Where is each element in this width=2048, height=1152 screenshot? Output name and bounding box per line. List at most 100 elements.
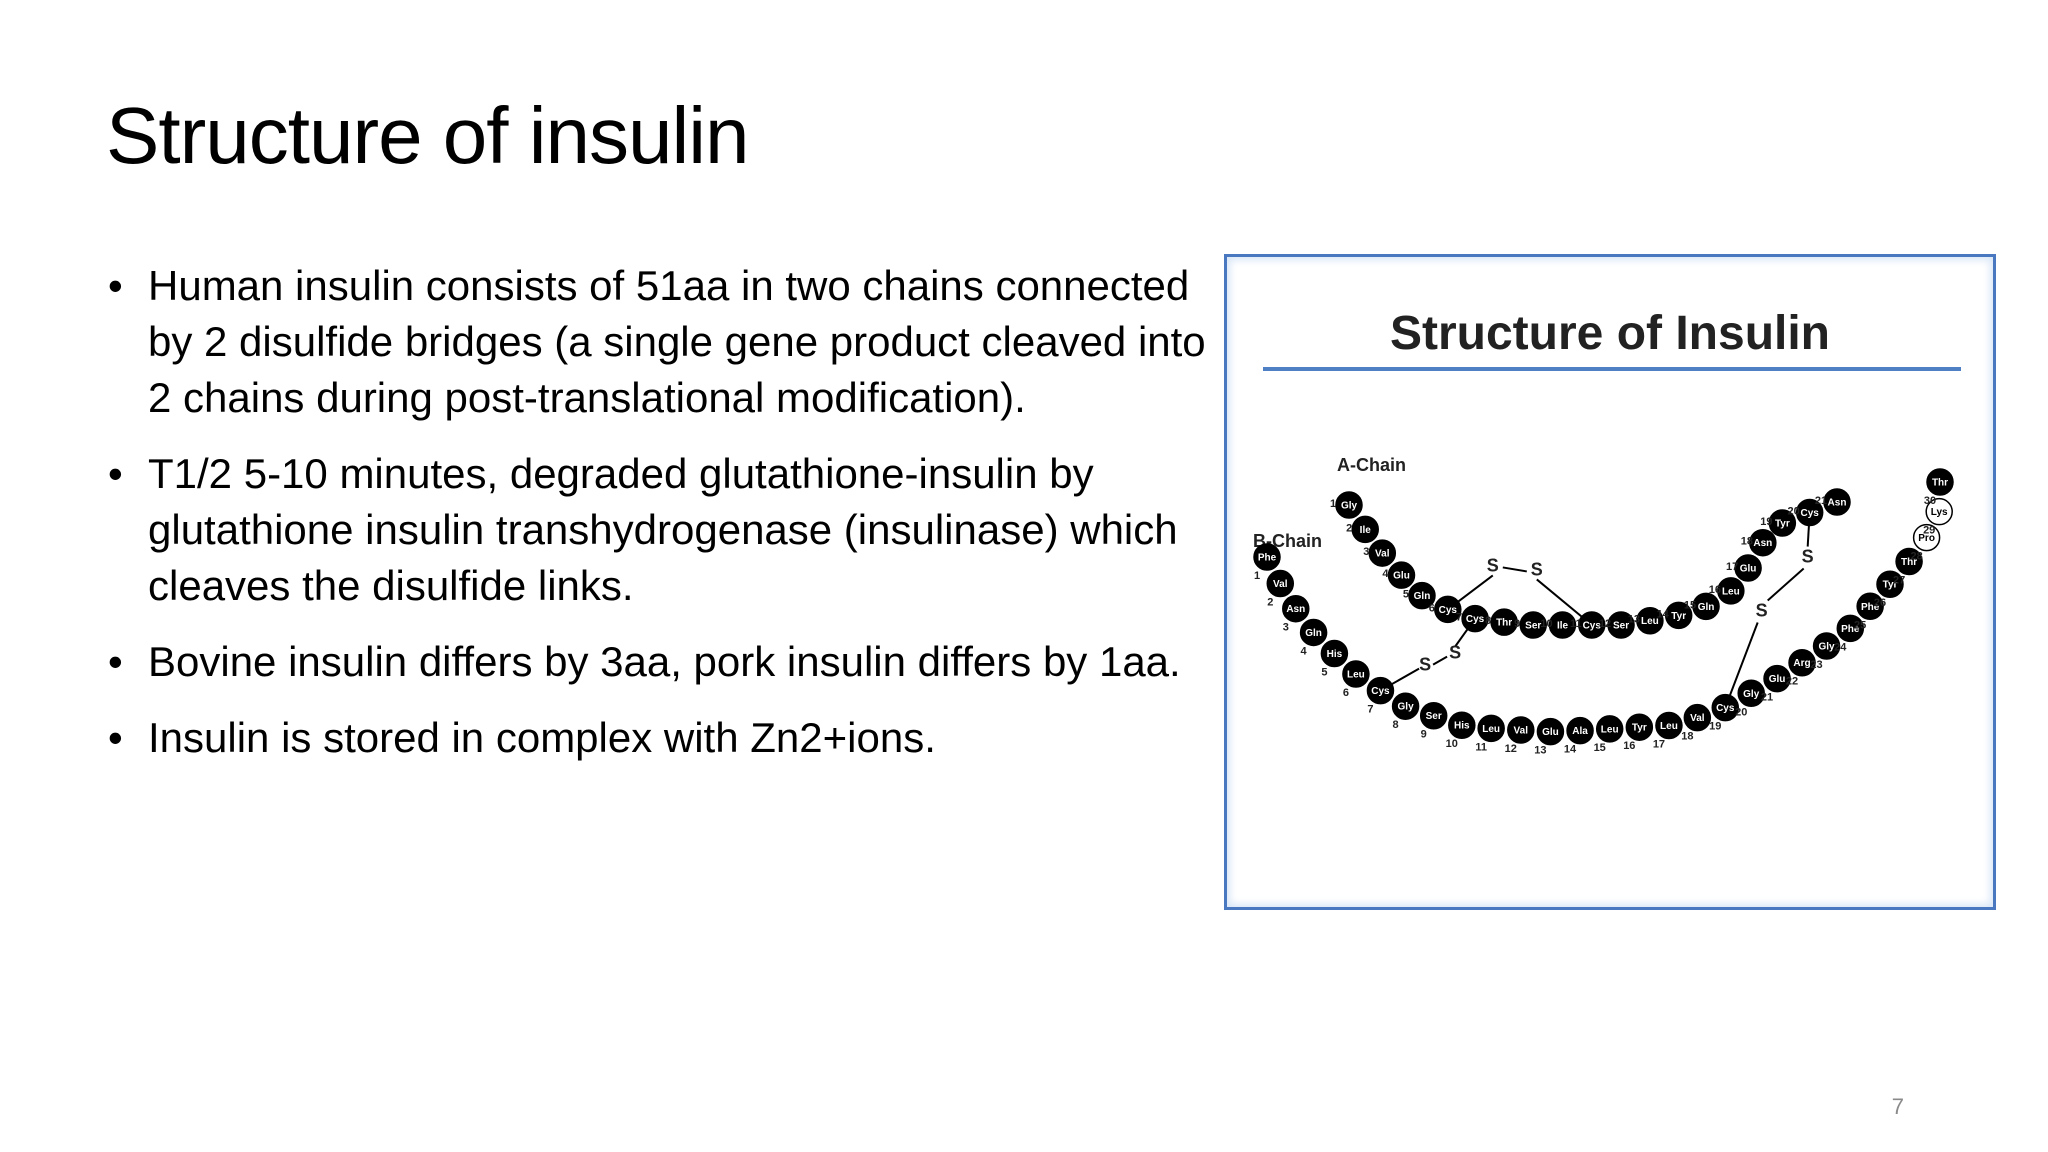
b-chain-residue: Gly 23: [1810, 632, 1841, 671]
residue-circle: [1636, 606, 1664, 635]
residue-number: 16: [1623, 740, 1635, 752]
bullet-dot-icon: •: [108, 262, 123, 309]
residue-number: 18: [1681, 731, 1693, 743]
residue-circle: [1836, 614, 1865, 643]
residue-number: 16: [1709, 584, 1721, 596]
residue-number: 15: [1594, 742, 1606, 754]
bullet-text: Bovine insulin differs by 3aa, pork insu…: [148, 638, 1181, 685]
b-chain-residue: Glu 13: [1534, 717, 1565, 757]
residue-circle: [1299, 618, 1328, 647]
residue-name: Gly: [1398, 702, 1415, 713]
a-chain-label: A-Chain: [1337, 455, 1406, 475]
residue-number: 11: [1570, 618, 1582, 630]
bullet-dot-icon: •: [108, 638, 123, 685]
residue-circle: [1351, 515, 1379, 544]
residue-circle: [1391, 692, 1420, 720]
residue-name: Tyr: [1632, 723, 1647, 734]
residue-number: 19: [1709, 721, 1721, 733]
residue-circle: [1578, 611, 1606, 639]
residue-circle: [1607, 611, 1635, 639]
residue-number: 13: [1534, 745, 1546, 757]
residue-circle: [1692, 592, 1720, 621]
residue-number: 28: [1910, 551, 1922, 563]
bullet-item: •Human insulin consists of 51aa in two c…: [108, 258, 1208, 426]
residue-name: Glu: [1542, 727, 1559, 738]
residue-name: Phe: [1841, 624, 1860, 635]
residue-circle: [1461, 604, 1489, 633]
slide-title: Structure of insulin: [106, 91, 750, 180]
residue-circle: [1434, 595, 1462, 624]
residue-name: Val: [1273, 579, 1288, 590]
residue-number: 7: [1367, 704, 1373, 716]
residue-circle: [1768, 509, 1797, 537]
b-chain-residue: Cys 19: [1709, 693, 1740, 733]
residue-name: Lys: [1931, 507, 1948, 518]
residue-circle: [1387, 561, 1416, 589]
b-chain-residue: Phe 25: [1854, 592, 1884, 631]
residue-number: 4: [1382, 568, 1389, 580]
residue-name: Ser: [1426, 711, 1442, 722]
residue-number: 20: [1735, 706, 1747, 718]
residue-number: 5: [1321, 667, 1327, 679]
residue-circle: [1320, 639, 1349, 668]
residue-name: Phe: [1258, 553, 1277, 564]
bullet-item: • Bovine insulin differs by 3aa, pork ins…: [108, 634, 1208, 690]
residue-circle: [1717, 577, 1745, 605]
residue-number: 21: [1761, 692, 1773, 704]
residue-name: Leu: [1641, 616, 1659, 627]
residue-name: Gly: [1743, 689, 1760, 700]
residue-name: Ile: [1557, 621, 1569, 632]
residue-name: His: [1327, 649, 1343, 660]
sulfur-label: S: [1756, 601, 1768, 621]
bullet-text: T1/2 5-10 minutes, degraded glutathione-…: [148, 450, 1178, 609]
residue-number: 25: [1854, 619, 1866, 631]
residue-number: 4: [1301, 645, 1308, 657]
residue-number: 14: [1564, 744, 1577, 756]
residue-circle: [1664, 601, 1693, 630]
residue-circle: [1711, 693, 1740, 722]
residue-circle: [1895, 547, 1923, 576]
bullet-text: Insulin is stored in complex with Zn2+io…: [148, 714, 936, 761]
residue-name: Asn: [1828, 498, 1847, 509]
residue-name: Thr: [1901, 557, 1917, 568]
bullet-item: •Insulin is stored in complex with Zn2+i…: [108, 710, 1208, 766]
residue-circle: [1788, 648, 1816, 677]
residue-circle: [1519, 611, 1547, 639]
residue-name: Gly: [1818, 641, 1835, 652]
residue-circle: [1812, 632, 1841, 660]
residue-number: 8: [1485, 615, 1491, 627]
residue-number: 8: [1393, 719, 1399, 731]
residue-circle: [1655, 711, 1683, 740]
residue-name: Glu: [1393, 571, 1410, 582]
residue-name: Asn: [1286, 604, 1305, 615]
residue-name: His: [1454, 721, 1470, 732]
residue-number: 23: [1810, 659, 1822, 671]
residue-circle: [1926, 468, 1954, 496]
residue-number: 15: [1684, 599, 1696, 611]
residue-number: 14: [1657, 608, 1670, 620]
residue-number: 13: [1628, 614, 1640, 626]
residue-name: Phe: [1861, 602, 1880, 613]
residue-name: Glu: [1740, 563, 1757, 574]
residue-name: Gln: [1698, 602, 1715, 613]
residue-name: Cys: [1716, 703, 1735, 714]
